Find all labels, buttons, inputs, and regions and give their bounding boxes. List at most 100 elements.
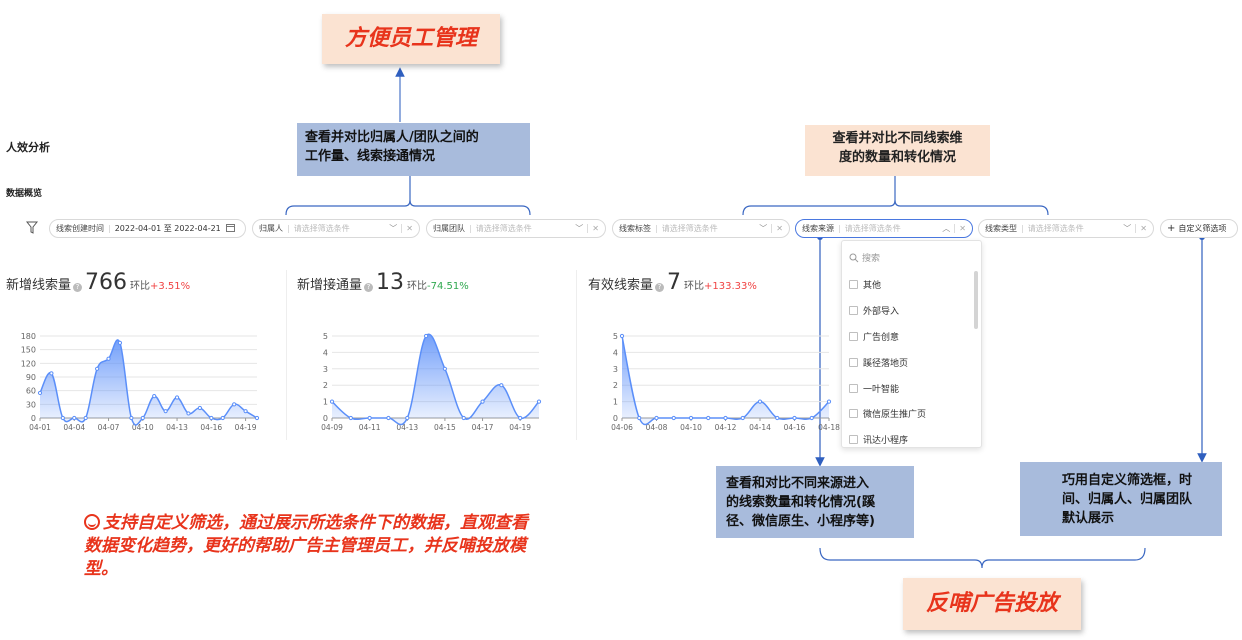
data-point: [461, 415, 466, 421]
callout-line: 查看和对比不同来源进入: [726, 476, 870, 491]
dropdown-scrollbar[interactable]: [974, 271, 978, 329]
x-tick-label: 04-04: [63, 423, 85, 432]
y-tick-label: 0: [31, 414, 36, 423]
filter-team[interactable]: 归属团队 | 请选择筛选条件 ﹀ ✕: [426, 219, 606, 238]
search-icon: [849, 253, 859, 262]
filter-type[interactable]: 线索类型 | 请选择筛选条件 ﹀ ✕: [978, 219, 1154, 238]
y-tick-label: 5: [613, 332, 618, 341]
dropdown-search[interactable]: 搜索: [849, 251, 880, 264]
dropdown-option[interactable]: 蹊径落地页: [849, 356, 908, 369]
checkbox[interactable]: [849, 306, 858, 315]
checkbox[interactable]: [849, 384, 858, 393]
callout-employee-management: 方便员工管理: [322, 14, 500, 64]
kpi-ratio: +3.51%: [150, 281, 191, 292]
custom-filter-label: 自定义筛选项: [1178, 224, 1227, 233]
help-icon[interactable]: ?: [655, 283, 665, 292]
data-point: [536, 399, 542, 404]
filter-tag-label: 线索标签: [619, 224, 651, 233]
checkbox[interactable]: [849, 280, 858, 289]
close-icon[interactable]: ✕: [587, 224, 599, 233]
filter-source[interactable]: 线索来源 | 请选择筛选条件 ︿ ✕: [795, 219, 973, 238]
x-tick-label: 04-11: [359, 423, 381, 432]
data-point: [654, 415, 659, 421]
close-icon[interactable]: ✕: [954, 224, 966, 233]
callout-employee-management-text: 方便员工管理: [344, 26, 477, 51]
data-point: [757, 399, 763, 404]
filter-funnel-icon[interactable]: [25, 220, 39, 239]
series-area: [332, 334, 539, 425]
data-point: [792, 415, 797, 421]
filter-owner[interactable]: 归属人 | 请选择筛选条件 ﹀ ✕: [252, 219, 420, 238]
chip-separator: |: [287, 224, 290, 233]
dropdown-option[interactable]: 微信原生推广页: [849, 407, 926, 420]
chevron-down-icon: ﹀: [389, 224, 398, 233]
chevron-down-icon: ﹀: [575, 224, 584, 233]
kpi-new-leads: 新增线索量 ? 766 环比 +3.51%: [6, 270, 190, 295]
divider: [576, 270, 577, 440]
dropdown-search-placeholder: 搜索: [862, 254, 881, 264]
chip-separator: |: [838, 224, 841, 233]
chip-separator: |: [655, 224, 658, 233]
chevron-down-icon: ﹀: [1123, 224, 1132, 233]
filter-date-range[interactable]: 线索创建时间 | 2022-04-01 至 2022-04-21: [49, 219, 246, 238]
data-point: [740, 415, 745, 421]
callout-ad-feedback-text: 反哺广告投放: [925, 591, 1058, 616]
callout-line: 间、归属人、归属团队: [1062, 492, 1193, 507]
checkbox[interactable]: [849, 409, 858, 418]
data-point: [688, 415, 694, 421]
close-icon[interactable]: ✕: [1135, 224, 1147, 233]
series-area: [622, 336, 829, 425]
data-point: [826, 399, 832, 404]
data-point: [129, 415, 134, 421]
data-point: [243, 409, 248, 414]
dropdown-option[interactable]: 讯达小程序: [849, 433, 908, 446]
close-icon[interactable]: ✕: [771, 224, 783, 233]
data-point: [37, 390, 43, 396]
callout-owner-team-compare: 查看并对比归属人/团队之间的 工作量、线索接通情况: [297, 123, 530, 176]
dropdown-option[interactable]: 广告创意: [849, 330, 899, 343]
custom-filter-button[interactable]: + 自定义筛选项: [1160, 219, 1238, 238]
y-tick-label: 0: [323, 414, 328, 423]
kpi-ratio-label: 环比: [130, 281, 151, 292]
kpi-label: 有效线索量: [588, 278, 654, 293]
data-point: [186, 411, 191, 416]
data-point: [480, 399, 485, 404]
checkbox[interactable]: [849, 332, 858, 341]
data-point: [423, 333, 429, 339]
data-point: [174, 395, 180, 400]
data-point: [49, 371, 54, 376]
data-point: [348, 415, 353, 421]
chevron-up-icon: ︿: [942, 224, 951, 233]
x-tick-label: 04-01: [29, 423, 51, 432]
data-point: [220, 415, 225, 421]
close-icon[interactable]: ✕: [401, 224, 413, 233]
summary-note: 支持自定义筛选，通过展示所选条件下的数据，直观查看数据变化趋势，更好的帮助广告主…: [84, 512, 544, 581]
filter-tag[interactable]: 线索标签 | 请选择筛选条件 ﹀ ✕: [612, 219, 790, 238]
help-icon[interactable]: ?: [364, 283, 374, 292]
data-point: [706, 415, 711, 421]
dropdown-option[interactable]: 其他: [849, 278, 881, 291]
callout-ad-feedback: 反哺广告投放: [903, 578, 1081, 630]
x-tick-label: 04-07: [98, 423, 120, 432]
filter-owner-label: 归属人: [259, 224, 283, 233]
y-tick-label: 3: [613, 365, 618, 374]
chip-separator: |: [1021, 224, 1024, 233]
x-tick-label: 04-13: [396, 423, 418, 432]
filter-tag-placeholder: 请选择筛选条件: [661, 224, 718, 233]
data-point: [637, 415, 642, 421]
checkbox[interactable]: [849, 435, 858, 444]
option-label: 讯达小程序: [863, 436, 909, 446]
option-label: 一叶智能: [863, 385, 900, 395]
help-icon[interactable]: ?: [73, 283, 83, 292]
dropdown-option[interactable]: 外部导入: [849, 304, 899, 317]
dropdown-option[interactable]: 一叶智能: [849, 382, 899, 395]
data-point: [163, 409, 168, 414]
x-tick-label: 04-15: [434, 423, 456, 432]
checkbox[interactable]: [849, 358, 858, 367]
data-point: [723, 415, 728, 421]
y-tick-label: 2: [323, 381, 328, 390]
smile-icon: [84, 514, 100, 530]
filter-type-label: 线索类型: [985, 224, 1017, 233]
